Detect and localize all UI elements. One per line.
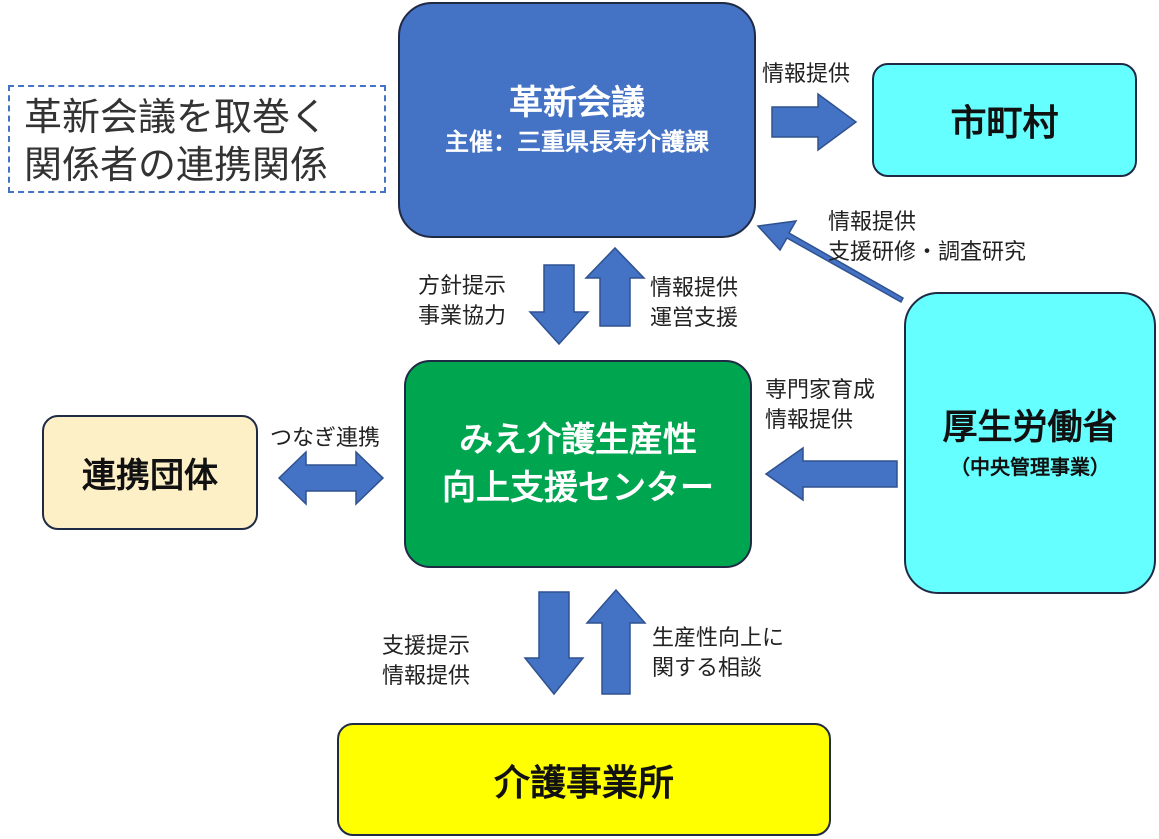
arrow-council-to-center [528, 264, 590, 346]
caption-line-1: 革新会議を取巻く [24, 95, 329, 139]
label-ministry-to-council: 情報提供 支援研修・調査研究 [828, 210, 1027, 265]
ministry-node: 厚生労働省 （中央管理事業） [904, 292, 1156, 594]
care-provider-node: 介護事業所 [337, 723, 831, 836]
support-center-node: みえ介護生産性 向上支援センター [404, 360, 752, 568]
ministry-subtitle: （中央管理事業） [950, 455, 1110, 479]
arrow-council-to-municipality [771, 92, 858, 152]
label-ministry-to-center: 専門家育成 情報提供 [765, 378, 876, 433]
council-subtitle: 主催：三重県長寿介護課 [445, 128, 709, 156]
label-council-to-center: 方針提示 事業協力 [418, 274, 507, 329]
label-center-to-council: 情報提供 運営支援 [650, 276, 739, 331]
municipality-title: 市町村 [950, 103, 1059, 144]
municipality-node: 市町村 [872, 63, 1137, 177]
label-provider-to-center: 生産性向上に 関する相談 [652, 626, 785, 681]
arrow-provider-to-center [585, 588, 647, 695]
arrow-center-to-provider [523, 591, 585, 696]
center-title-line-1: みえ介護生産性 [459, 420, 697, 460]
center-title-line-2: 向上支援センター [442, 468, 714, 508]
partner-org-node: 連携団体 [42, 415, 258, 530]
arrow-center-to-council [584, 246, 646, 327]
label-council-to-municipality: 情報提供 [762, 62, 851, 87]
partner-title: 連携団体 [82, 456, 218, 496]
arrow-ministry-to-center [764, 446, 898, 502]
arrow-partner-center [277, 450, 385, 506]
council-node: 革新会議 主催：三重県長寿介護課 [398, 2, 756, 238]
ministry-title: 厚生労働省 [942, 408, 1118, 448]
label-center-to-provider: 支援提示 情報提供 [382, 634, 471, 689]
label-partner-center: つなぎ連携 [270, 426, 381, 451]
diagram-caption: 革新会議を取巻く 関係者の連携関係 [8, 85, 386, 193]
council-title: 革新会議 [509, 83, 645, 123]
caption-line-2: 関係者の連携関係 [24, 143, 329, 187]
arrow-ministry-to-council [756, 220, 904, 304]
provider-title: 介護事業所 [493, 762, 674, 804]
